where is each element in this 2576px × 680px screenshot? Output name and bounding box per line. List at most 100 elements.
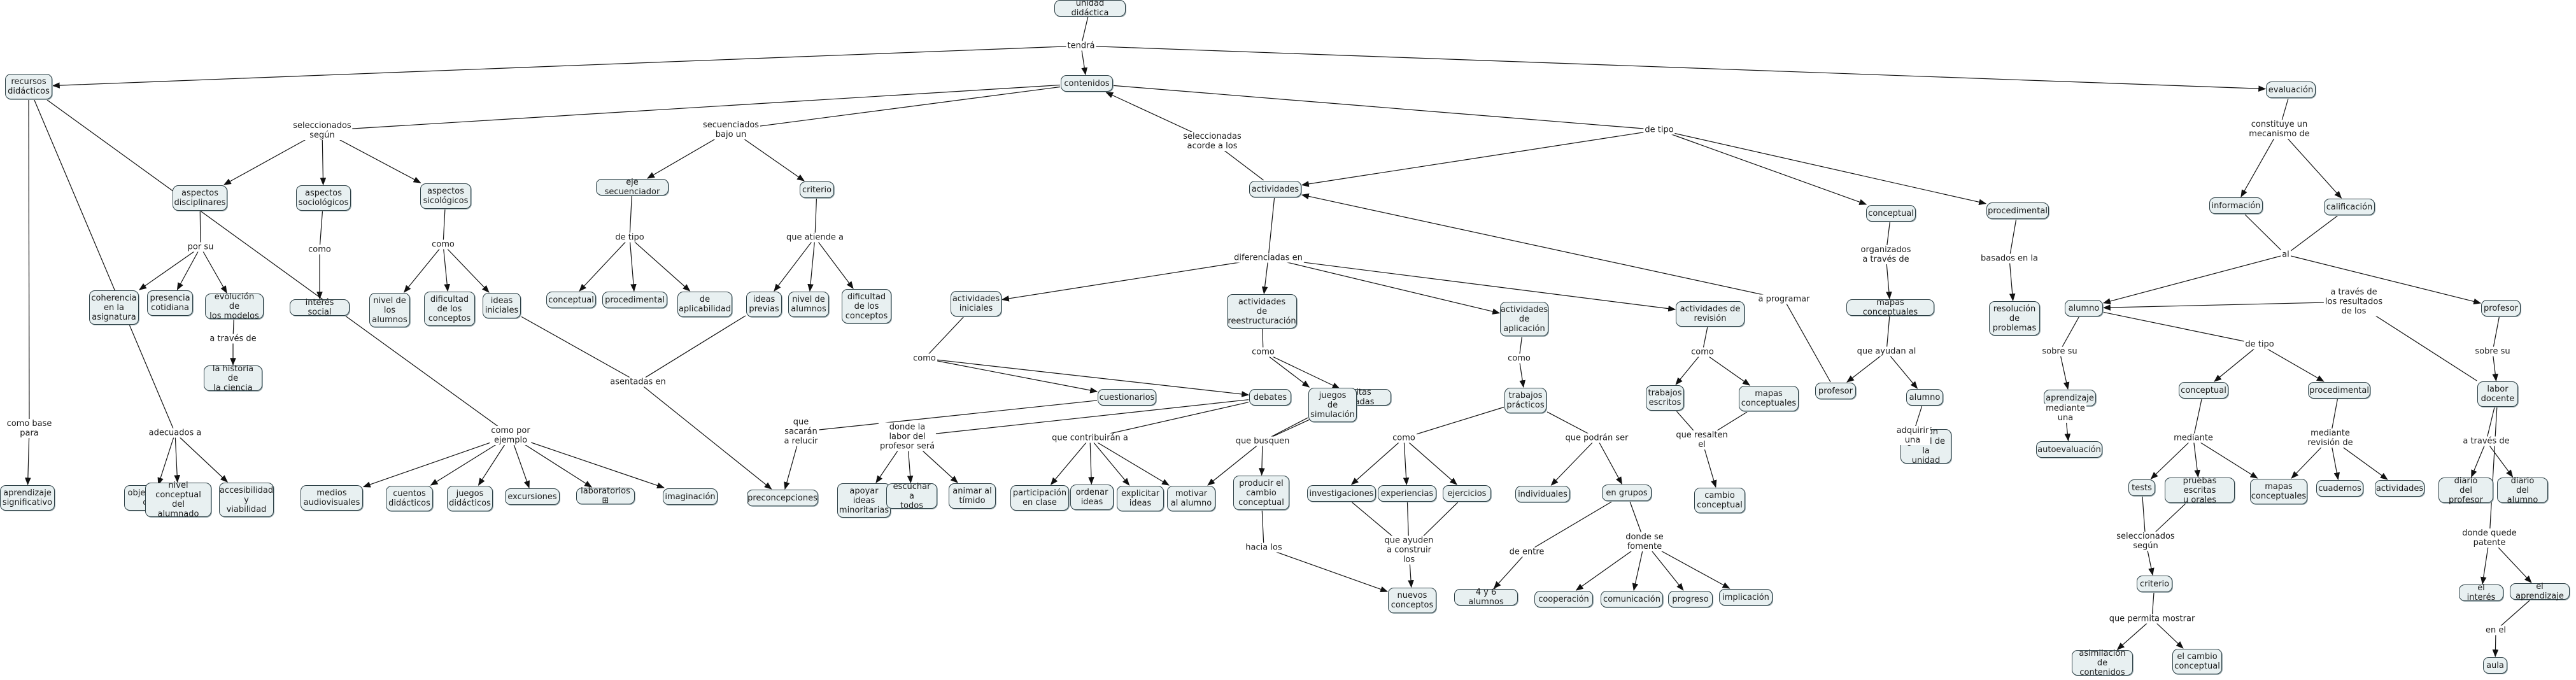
concept-medios[interactable]: medios audiovisuales: [301, 485, 363, 511]
concept-laboratorios[interactable]: laboratorios ⊞: [576, 486, 635, 506]
concept-experiencias[interactable]: experiencias: [1378, 485, 1436, 502]
concept-act-reestr[interactable]: actividades de reestructuración: [1227, 294, 1297, 329]
concept-act-iniciales[interactable]: actividades iniciales: [951, 291, 1001, 316]
concept-ideas-iniciales[interactable]: ideas iniciales: [483, 293, 521, 318]
concept-nivel-alumnos1[interactable]: nivel de los alumnos: [369, 293, 410, 327]
concept-alumno-map[interactable]: alumno: [1906, 389, 1943, 406]
concept-procedimental-eje[interactable]: procedimental: [602, 292, 667, 308]
link-phrase-tendra: tendrá: [1066, 41, 1096, 51]
concept-juegos-did[interactable]: juegos didácticos: [447, 486, 493, 511]
concept-tests[interactable]: tests: [2128, 479, 2155, 496]
concept-implicacion[interactable]: implicación: [1719, 589, 1773, 606]
concept-conceptual-al[interactable]: conceptual: [2179, 382, 2228, 399]
concept-contenidos[interactable]: contenidos: [1061, 75, 1113, 92]
concept-act-revision[interactable]: actividades de revisión: [1676, 301, 1744, 327]
concept-asp-soc[interactable]: aspectos sociológicos: [296, 185, 351, 211]
connector-68: [1886, 316, 1890, 352]
concept-asp-disc[interactable]: aspectos disciplinares: [173, 185, 227, 211]
concept-cambio-conc-eval[interactable]: el cambio conceptual: [2172, 649, 2222, 674]
concept-comunicacion[interactable]: comunicación: [1601, 591, 1663, 607]
concept-cuentos[interactable]: cuentos didácticos: [386, 486, 433, 511]
concept-informacion[interactable]: información: [2209, 197, 2263, 214]
connector-120: [2193, 399, 2202, 439]
concept-criterio[interactable]: criterio: [800, 181, 834, 198]
concept-resolucion[interactable]: resolución de problemas: [1989, 301, 2040, 336]
concept-mapas-conc2[interactable]: mapas conceptuales: [1739, 386, 1799, 411]
concept-act-aplic[interactable]: actividades de aplicación: [1500, 302, 1548, 336]
concept-eje-sec[interactable]: eje secuenciador: [596, 178, 669, 197]
concept-cuadernos[interactable]: cuadernos: [2316, 480, 2363, 497]
concept-profesor-map[interactable]: profesor: [1815, 383, 1856, 399]
concept-motivar[interactable]: motivar al alumno: [1167, 486, 1215, 511]
concept-cuatro-seis[interactable]: 4 y 6 alumnos: [1454, 588, 1518, 607]
concept-diario-prof[interactable]: diario del profesor: [2438, 476, 2493, 505]
concept-ejercicios[interactable]: ejercicios: [1443, 485, 1491, 502]
link-phrase-por-su: por su: [186, 242, 215, 252]
concept-excursiones[interactable]: excursiones: [505, 488, 560, 505]
concept-procedimental-al[interactable]: procedimental: [2308, 382, 2370, 399]
concept-investigaciones[interactable]: investigaciones: [1307, 485, 1376, 502]
concept-cooperacion[interactable]: cooperación: [1534, 591, 1593, 607]
concept-procedimental-top[interactable]: procedimental: [1986, 202, 2049, 219]
concept-juegos-sim[interactable]: juegos de simulación: [1308, 388, 1357, 422]
concept-interes[interactable]: el interés: [2459, 583, 2503, 602]
concept-nivel-alumnos2[interactable]: nivel de alumnos: [788, 292, 829, 317]
concept-alumno-eval[interactable]: alumno: [2065, 300, 2103, 316]
concept-aprendizaje2[interactable]: el aprendizaje: [2510, 582, 2570, 601]
concept-en-grupos[interactable]: en grupos: [1602, 485, 1652, 501]
concept-trabajos-pract[interactable]: trabajos prácticos: [1504, 388, 1546, 413]
concept-ideas-previas[interactable]: ideas previas: [746, 292, 782, 317]
concept-labor-docente[interactable]: labor docente: [2477, 381, 2518, 407]
concept-explicitar[interactable]: explicitar ideas: [1117, 486, 1164, 511]
concept-conceptual-top[interactable]: conceptual: [1866, 205, 1916, 222]
concept-aprendizaje-sig[interactable]: aprendizaje significativo: [0, 485, 55, 511]
concept-escuchar[interactable]: escuchar a todos: [886, 482, 937, 511]
concept-mapas-conc3[interactable]: mapas conceptuales: [2250, 479, 2307, 504]
concept-trabajos-esc[interactable]: trabajos escritos: [1646, 385, 1684, 411]
concept-nuevos[interactable]: nuevos conceptos: [1388, 588, 1436, 613]
concept-diario-al[interactable]: diario del alumno: [2497, 476, 2548, 505]
concept-profesor-eval[interactable]: profesor: [2481, 300, 2521, 316]
concept-actividades2[interactable]: actividades: [2375, 480, 2424, 497]
concept-preconcepciones[interactable]: preconcepciones: [747, 490, 818, 506]
concept-dificultad1[interactable]: dificultad de los conceptos: [424, 292, 475, 326]
link-phrase-mediante-conc: mediante: [2172, 433, 2214, 443]
concept-producir[interactable]: producir el cambio conceptual: [1233, 476, 1289, 510]
concept-participacion[interactable]: participación en clase: [1010, 485, 1069, 511]
concept-aplicabilidad[interactable]: de aplicabilidad: [677, 292, 732, 317]
concept-calificacion[interactable]: calificación: [2324, 199, 2375, 215]
concept-presencia[interactable]: presencia cotidiana: [147, 290, 193, 316]
concept-cuestionarios[interactable]: cuestionarios: [1098, 389, 1156, 406]
concept-coherencia[interactable]: coherencia en la asignatura: [89, 290, 139, 325]
concept-mapas-conc1[interactable]: mapas conceptuales: [1846, 298, 1934, 317]
concept-nivel-conc[interactable]: nivel conceptual del alumnado: [145, 481, 211, 519]
connector-84: [1089, 402, 1249, 439]
concept-ordenar[interactable]: ordenar ideas: [1070, 485, 1114, 510]
concept-imaginacion[interactable]: imaginación: [663, 488, 718, 505]
concept-recursos[interactable]: recursos didácticos: [5, 74, 52, 99]
link-phrase-como-soc: como: [307, 244, 332, 255]
concept-accesibilidad[interactable]: accesibilidad y viabilidad: [219, 483, 274, 517]
concept-individuales[interactable]: individuales: [1515, 486, 1570, 502]
concept-cambio-conc-rev[interactable]: cambio conceptual: [1694, 488, 1745, 513]
concept-evolucion[interactable]: evolución de los modelos: [205, 292, 264, 321]
concept-asimilacion[interactable]: asimilación de contenidos: [2072, 649, 2133, 677]
concept-progreso[interactable]: progreso: [1668, 591, 1713, 607]
concept-debates[interactable]: debates: [1249, 389, 1291, 406]
concept-unidad[interactable]: unidad didáctica: [1054, 0, 1126, 18]
concept-interes-social[interactable]: interés social: [290, 298, 350, 317]
concept-asp-sic[interactable]: aspectos sicológicos: [420, 183, 471, 209]
concept-dificultad2[interactable]: dificultad de los conceptos: [842, 289, 891, 323]
concept-autoevaluacion[interactable]: autoevaluación: [2036, 441, 2102, 458]
concept-historia[interactable]: la historia de la ciencia: [204, 364, 262, 393]
connector-154: [510, 435, 665, 489]
concept-apoyar[interactable]: apoyar ideas minoritarias: [837, 483, 891, 518]
concept-evaluacion[interactable]: evaluación: [2266, 81, 2316, 98]
connector-70: [1886, 351, 1918, 389]
concept-pruebas[interactable]: pruebas escritas u orales: [2165, 476, 2235, 505]
concept-aula[interactable]: aula: [2483, 657, 2507, 674]
concept-actividades[interactable]: actividades: [1249, 181, 1301, 197]
concept-animar[interactable]: animar al tímido: [949, 483, 996, 509]
concept-conceptual-eje[interactable]: conceptual: [546, 292, 596, 308]
concept-criterio2[interactable]: criterio: [2137, 576, 2172, 592]
